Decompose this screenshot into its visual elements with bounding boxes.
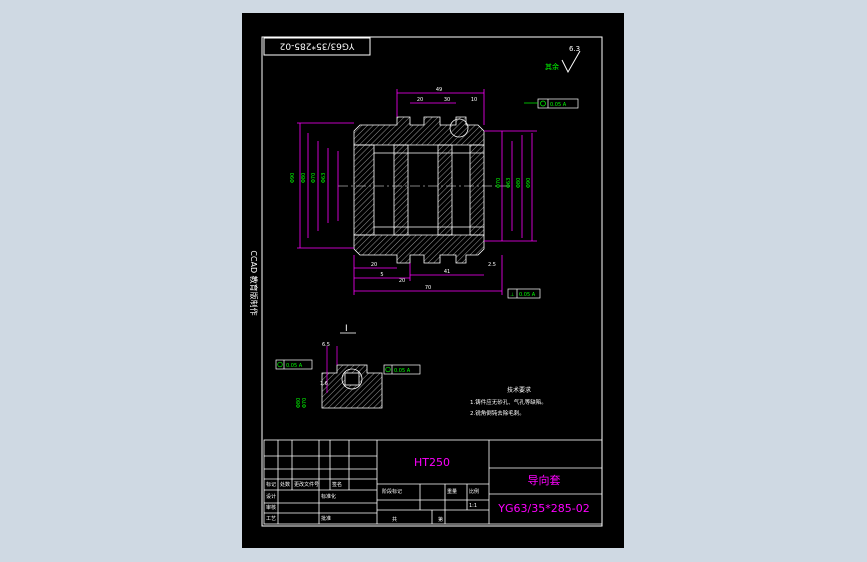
svg-text:Φ70: Φ70 xyxy=(302,398,308,408)
tb-header-2: 签名 xyxy=(332,481,342,488)
roughness-symbol: 6.3 其余 xyxy=(545,45,581,74)
svg-text:Φ80: Φ80 xyxy=(296,398,302,408)
svg-text:⊥: ⊥ xyxy=(510,292,514,298)
tb-scale-value: 1:1 xyxy=(469,503,477,509)
detail-dim1: 6.5 xyxy=(322,342,330,348)
tb-col-0: 标准化 xyxy=(321,493,336,500)
diameter-labels: Φ90 Φ80 Φ70 Φ63 Φ70 Φ63 Φ80 Φ90 xyxy=(290,173,532,188)
dim-d3: 10 xyxy=(471,97,477,103)
tb-sheet-1: 共 xyxy=(392,516,397,523)
tolerance-top-right: 0.05 A xyxy=(524,98,579,109)
dimension-lines xyxy=(297,89,537,295)
drawing-number: YG63/35*285-02 xyxy=(497,502,589,515)
side-label: CCAD 教育版制作 xyxy=(249,250,259,315)
tb-sheet-2: 第 xyxy=(438,516,443,523)
tolerance-bottom: ⊥ 0.05 A xyxy=(507,288,541,299)
tol-detail-right-text: 0.05 A xyxy=(394,368,411,374)
title-box-text: YG63/35*285-02 xyxy=(280,41,356,51)
tech-notes: 技术要求 1.铸件应无砂孔、气孔等缺陷。 2.锐角倒钝去除毛刺。 xyxy=(470,386,547,417)
roughness-label: 其余 xyxy=(545,62,559,71)
tb-weight: 重量 xyxy=(447,488,457,495)
dim-left1: 20 xyxy=(371,262,377,268)
tol-bottom-text: 0.05 A xyxy=(519,292,536,298)
notes-line2: 2.锐角倒钝去除毛刺。 xyxy=(470,409,525,417)
dim-bottom1: 20 xyxy=(399,278,405,284)
tb-row-label-2: 审核 xyxy=(266,504,276,511)
dim-bottom2: 41 xyxy=(444,269,450,275)
tb-header-1: 更改文件号 xyxy=(294,481,319,488)
svg-text:Φ90: Φ90 xyxy=(526,178,532,188)
tb-row-label-1: 设计 xyxy=(266,493,276,500)
notes-heading: 技术要求 xyxy=(507,386,531,394)
part-name: 导向套 xyxy=(528,473,561,487)
detail-dim2: 1.6 xyxy=(320,381,328,387)
dim-bottom3: 70 xyxy=(425,285,431,291)
title-block xyxy=(263,439,603,525)
tb-header-0: 处数 xyxy=(280,481,290,488)
dim-top: 49 xyxy=(436,87,442,93)
roughness-value: 6.3 xyxy=(569,45,580,53)
svg-text:Φ80: Φ80 xyxy=(516,178,522,188)
svg-text:Φ63: Φ63 xyxy=(506,178,512,188)
detail-label: I xyxy=(345,324,348,334)
title-box xyxy=(263,37,371,56)
svg-text:Φ63: Φ63 xyxy=(321,173,327,183)
dim-left2: 5 xyxy=(380,272,383,278)
material: HT250 xyxy=(414,456,450,469)
main-view xyxy=(338,116,512,264)
tol-detail-left-text: 0.05 A xyxy=(286,363,303,369)
svg-text:Φ90: Φ90 xyxy=(290,173,296,183)
tb-col-1: 批准 xyxy=(321,515,331,522)
tb-row-label-3: 工艺 xyxy=(266,516,276,522)
dim-d2: 30 xyxy=(444,97,450,103)
drawing-canvas: YG63/35*285-02 CCAD 教育版制作 6.3 其余 xyxy=(249,36,603,527)
detail-view: I 6.5 1.6 0.05 A 0.05 A Φ80 Φ70 xyxy=(275,324,421,409)
svg-text:Φ70: Φ70 xyxy=(311,173,317,183)
notes-line1: 1.铸件应无砂孔、气孔等缺陷。 xyxy=(470,398,547,406)
tb-scale-label: 比例 xyxy=(469,488,479,495)
drawing-sheet: YG63/35*285-02 CCAD 教育版制作 6.3 其余 xyxy=(242,13,624,548)
tol-top-right-text: 0.05 A xyxy=(550,102,567,108)
tb-stage: 阶段标记 xyxy=(382,488,402,495)
dim-d1: 20 xyxy=(417,97,423,103)
svg-text:Φ70: Φ70 xyxy=(496,178,502,188)
svg-text:Φ80: Φ80 xyxy=(301,173,307,183)
dim-right1: 2.5 xyxy=(488,262,496,268)
tb-row-label-0: 标记 xyxy=(266,481,276,488)
border-frame xyxy=(261,36,603,527)
